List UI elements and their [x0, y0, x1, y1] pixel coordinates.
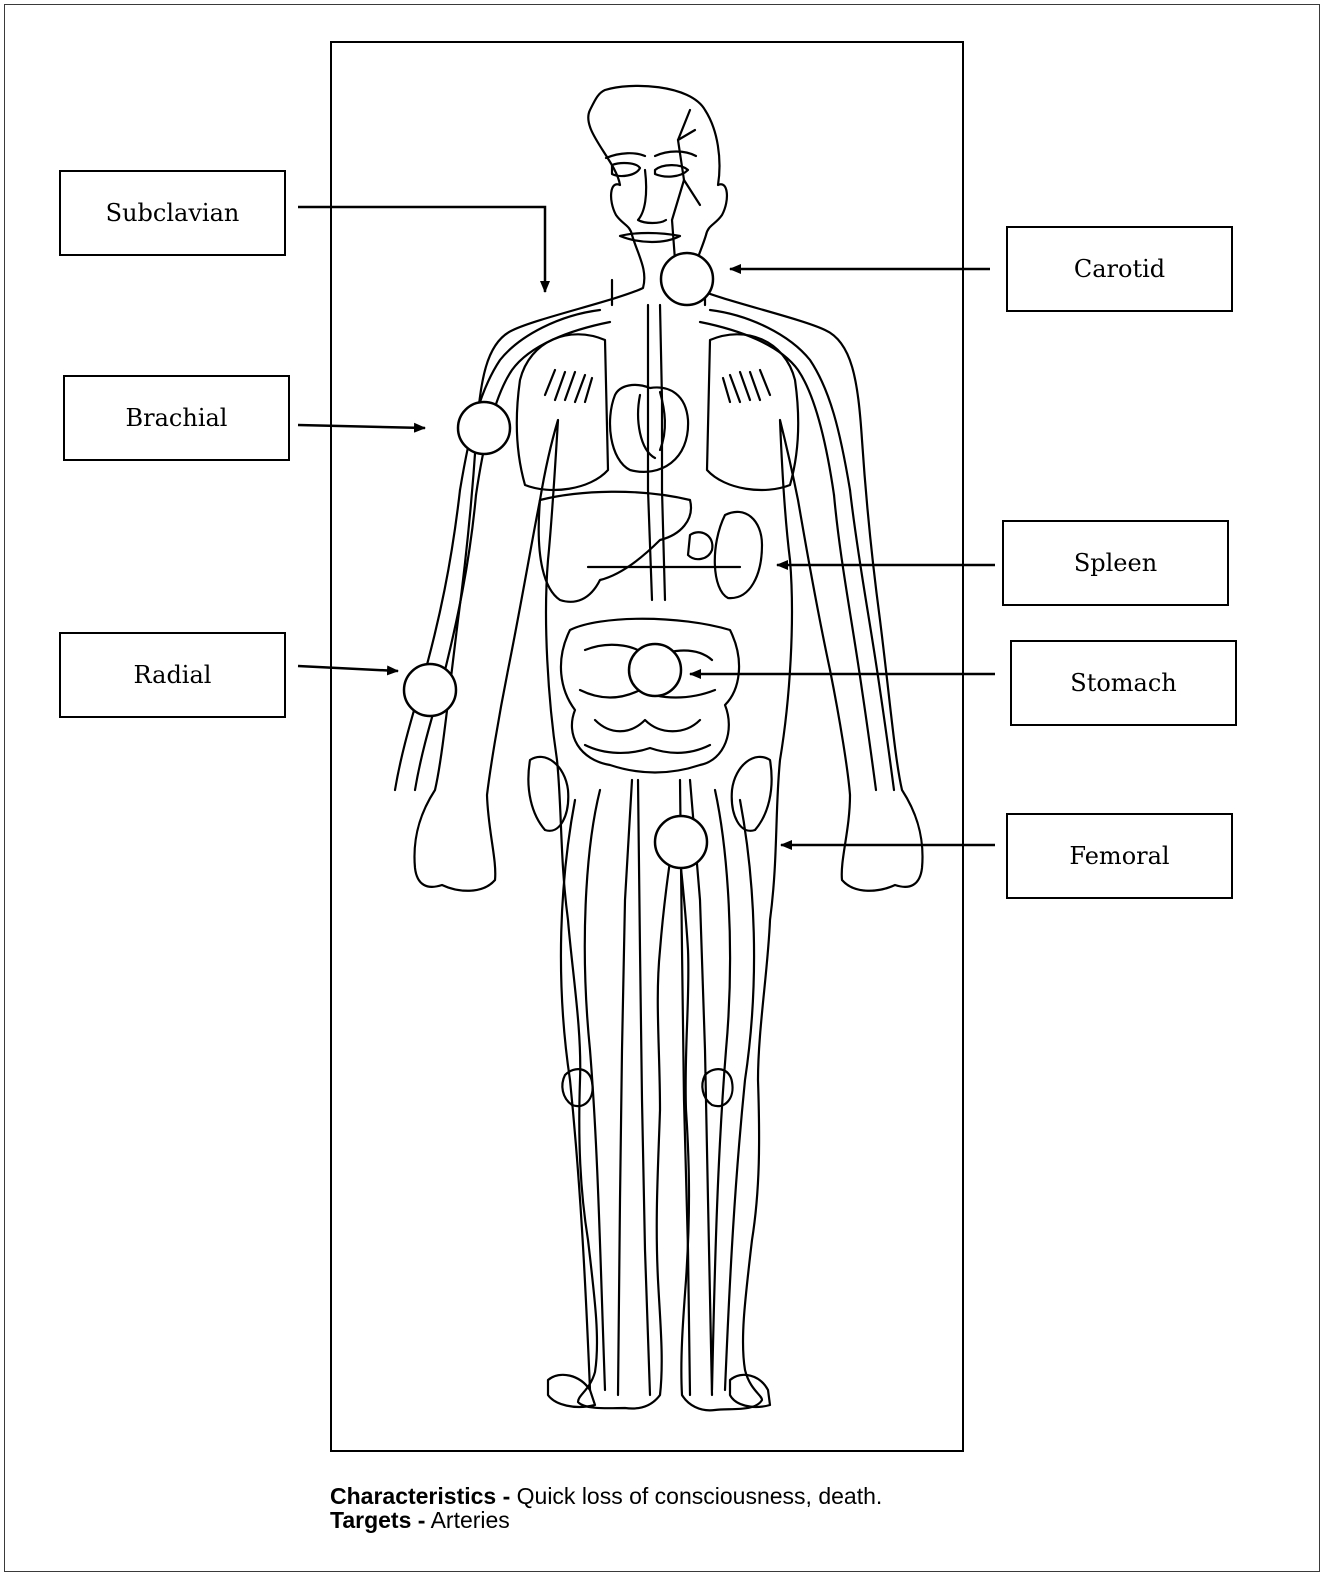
carotid-label-text: Carotid	[1074, 255, 1165, 283]
subclavian-label: Subclavian	[59, 170, 286, 256]
characteristics-label: Characteristics -	[330, 1483, 510, 1509]
targets-label: Targets -	[330, 1507, 425, 1533]
femoral-label: Femoral	[1006, 813, 1233, 899]
characteristics-text: Quick loss of consciousness, death.	[517, 1483, 883, 1509]
brachial-label-text: Brachial	[126, 404, 228, 432]
targets-text: Arteries	[431, 1507, 510, 1533]
brachial-leader	[298, 425, 425, 428]
radial-label-text: Radial	[134, 661, 212, 689]
radial-marker	[404, 664, 456, 716]
arteries	[395, 305, 894, 1395]
carotid-marker	[661, 253, 713, 305]
spleen-label: Spleen	[1002, 520, 1229, 606]
caption: Characteristics - Quick loss of consciou…	[330, 1484, 1230, 1532]
radial-leader	[298, 666, 398, 671]
femoral-label-text: Femoral	[1069, 842, 1169, 870]
femoral-marker	[655, 816, 707, 868]
stomach-marker	[629, 644, 681, 696]
stomach-label-text: Stomach	[1070, 669, 1177, 697]
subclavian-label-text: Subclavian	[106, 199, 240, 227]
radial-label: Radial	[59, 632, 286, 718]
characteristics-line: Characteristics - Quick loss of consciou…	[330, 1484, 1230, 1508]
brachial-label: Brachial	[63, 375, 290, 461]
spleen-label-text: Spleen	[1074, 549, 1157, 577]
targets-line: Targets - Arteries	[330, 1508, 1230, 1532]
subclavian-leader	[298, 207, 545, 292]
stomach-label: Stomach	[1010, 640, 1237, 726]
carotid-label: Carotid	[1006, 226, 1233, 312]
brachial-marker	[458, 402, 510, 454]
